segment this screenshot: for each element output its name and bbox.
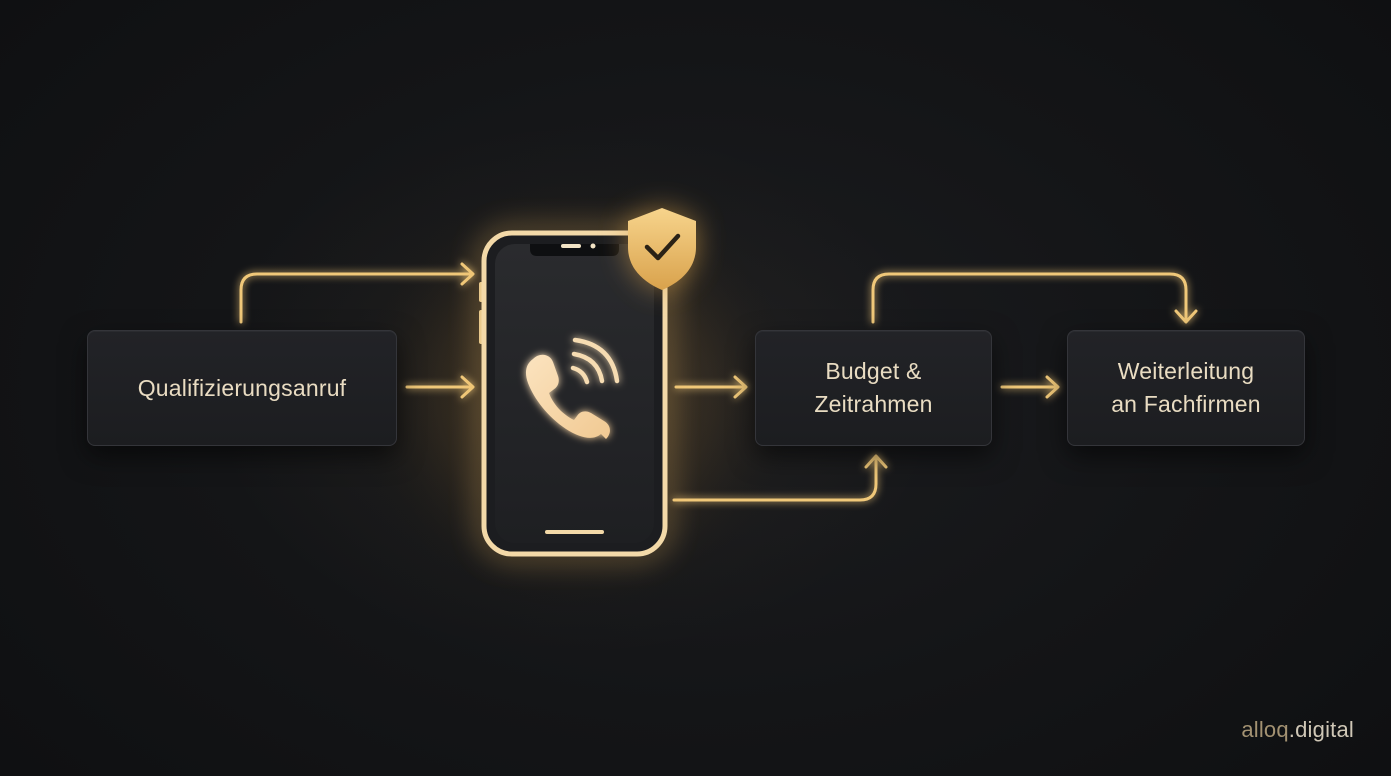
node-budget-zeitrahmen: Budget & Zeitrahmen: [755, 330, 992, 446]
node-qualifizierungsanruf: Qualifizierungsanruf: [87, 330, 397, 446]
connector-bottom: [672, 456, 878, 502]
node-label: Weiterleitung an Fachfirmen: [1111, 358, 1261, 417]
node-label: Qualifizierungsanruf: [137, 374, 347, 401]
arrowhead-mid-right: [733, 375, 748, 399]
node-label: Budget & Zeitrahmen: [814, 358, 933, 417]
arrowhead-top-right: [1174, 309, 1198, 324]
arrowhead-bottom: [864, 454, 888, 469]
arrowhead-budget-weiterleitung: [1045, 375, 1060, 399]
connector-top-left: [239, 272, 474, 324]
node-weiterleitung: Weiterleitung an Fachfirmen: [1067, 330, 1305, 446]
brand-logo: alloq.digital: [1241, 717, 1354, 743]
arrowhead-top-left: [460, 262, 475, 286]
connector-top-right: [871, 272, 1188, 324]
phone-call-icon: [525, 337, 620, 439]
brand-name-part1: alloq: [1241, 717, 1289, 742]
arrowhead-mid-left: [460, 375, 475, 399]
brand-name-part2: .digital: [1288, 717, 1354, 742]
smartphone-icon: [479, 228, 670, 559]
shield-check-icon: [628, 208, 696, 290]
